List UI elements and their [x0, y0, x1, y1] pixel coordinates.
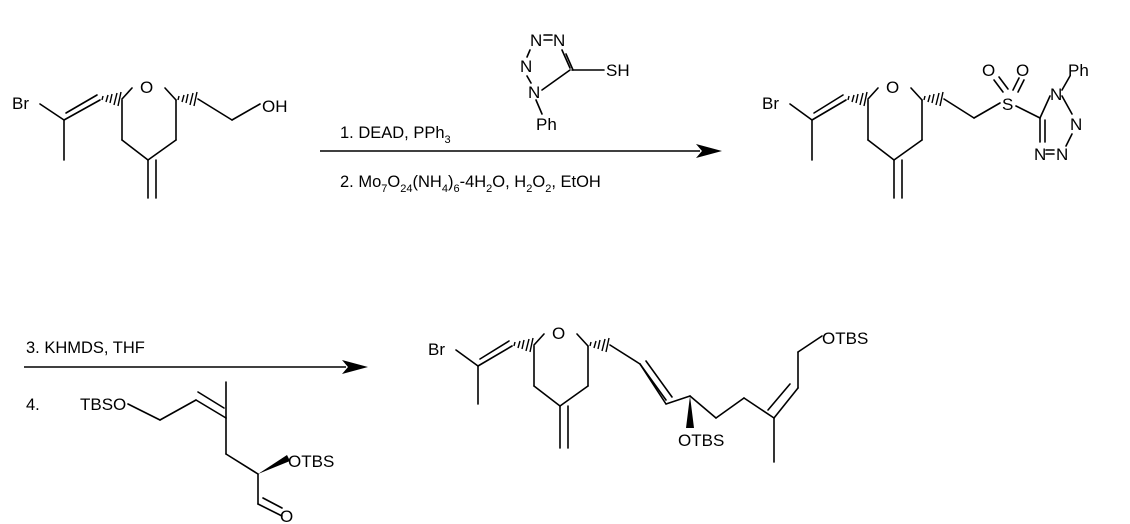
- atom-n: N: [1034, 145, 1046, 164]
- atom-s: S: [1002, 95, 1013, 114]
- atom-o: O: [1016, 61, 1029, 80]
- atom-otbs: OTBS: [288, 452, 334, 471]
- atom-n: N: [520, 57, 532, 76]
- atom-ring-o: O: [140, 78, 153, 97]
- atom-n: N: [528, 83, 540, 102]
- atom-n: N: [1056, 145, 1068, 164]
- condition-step-3: 3. KHMDS, THF: [26, 339, 145, 357]
- arrow-1: [320, 144, 722, 158]
- condition-step-2: 2. Mo7O24(NH4)6-4H2O, H2O2, EtOH: [340, 173, 601, 195]
- atom-otbs: OTBS: [822, 329, 868, 348]
- atom-ring-o: O: [886, 78, 899, 97]
- tetrazole-thiol-reagent: N N N N SH Ph: [520, 31, 630, 134]
- atom-n: N: [1070, 115, 1082, 134]
- atom-ph: Ph: [1068, 61, 1089, 80]
- atom-br: Br: [762, 94, 779, 113]
- atom-br: Br: [428, 340, 445, 359]
- condition-step-4: 4.: [26, 396, 40, 414]
- atom-ph: Ph: [536, 115, 557, 134]
- arrow-2: [24, 360, 368, 374]
- atom-o: O: [982, 61, 995, 80]
- atom-ring-o: O: [552, 324, 565, 343]
- atom-br: Br: [12, 94, 29, 113]
- atom-otbs: OTBS: [678, 431, 724, 450]
- sulfone-product: Br O S O: [762, 61, 1089, 199]
- atom-n: N: [530, 31, 542, 50]
- condition-step-1: 1. DEAD, PPh3: [340, 124, 451, 146]
- atom-o: O: [280, 507, 293, 524]
- atom-n: N: [553, 31, 565, 50]
- final-product: Br O OT: [428, 324, 868, 463]
- atom-sh: SH: [606, 61, 630, 80]
- aldehyde-reagent: TBSO OTBS O: [80, 381, 334, 524]
- atom-n: N: [1050, 85, 1062, 104]
- atom-oh: OH: [262, 97, 288, 116]
- atom-tbso: TBSO: [80, 395, 126, 414]
- starting-alcohol: Br O OH: [12, 78, 288, 199]
